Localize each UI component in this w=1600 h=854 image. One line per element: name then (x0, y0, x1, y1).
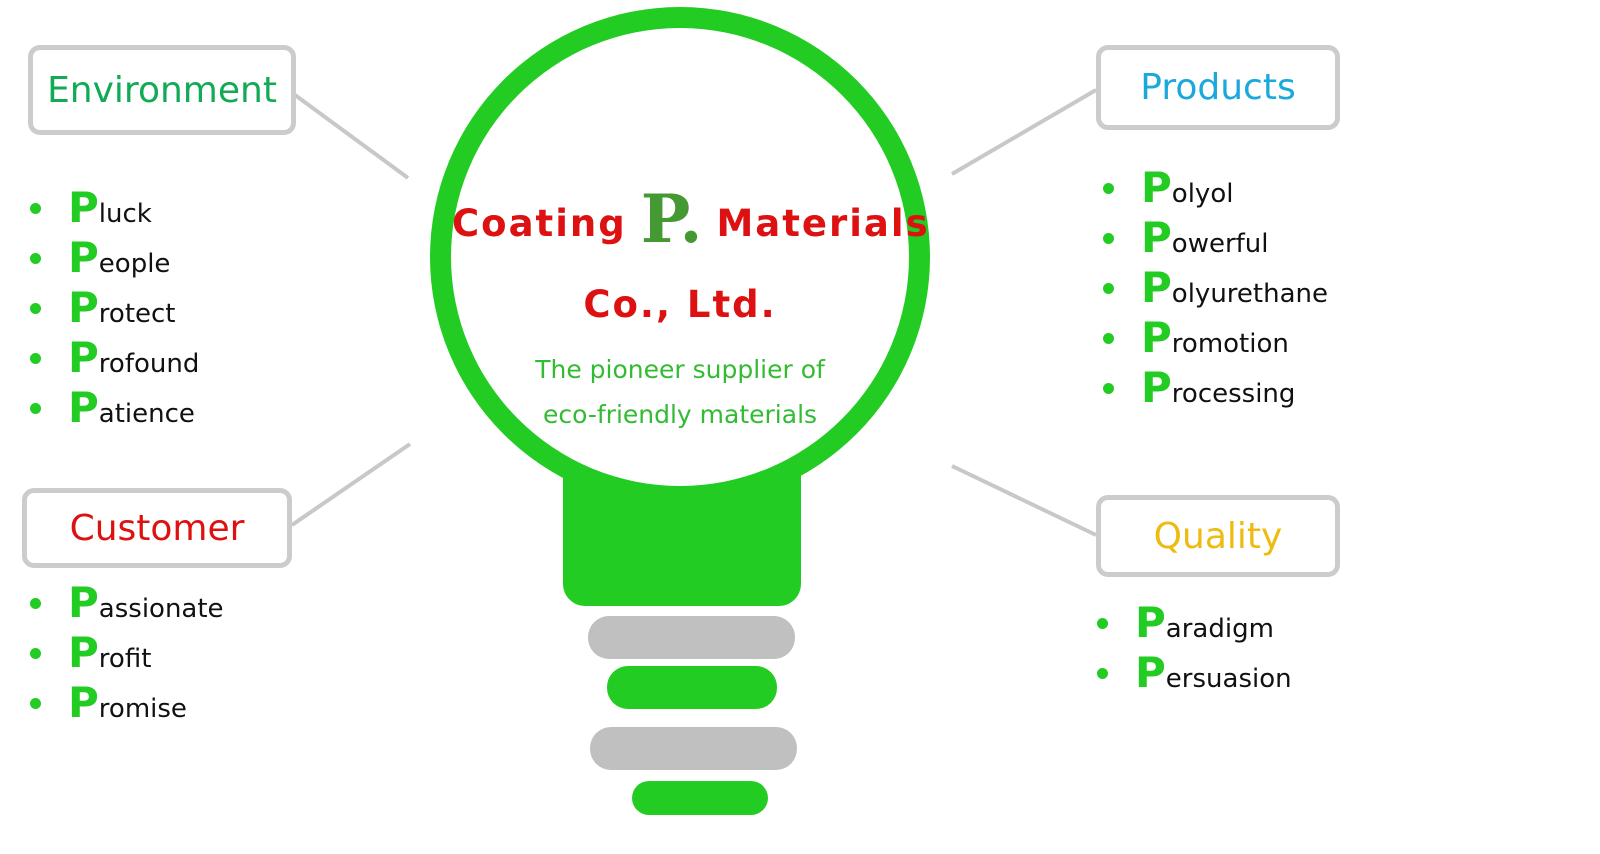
bulb-base-ring-1 (588, 616, 795, 659)
tagline-line1: The pioneer supplier of (535, 355, 825, 384)
company-name-line1: Coating P. Materials (452, 180, 928, 258)
bulb-tip (632, 781, 768, 815)
bullet-icon (1103, 183, 1114, 194)
category-quality-title: Quality (1153, 515, 1283, 557)
bulb-base-ring-2 (607, 666, 777, 709)
connector-quality (951, 464, 1097, 537)
category-environment-title: Environment (47, 69, 277, 111)
bullet-icon (30, 648, 41, 659)
bullet-icon (30, 353, 41, 364)
bullet-icon (1103, 283, 1114, 294)
company-name-right: Materials (716, 202, 930, 245)
connector-environment (293, 93, 410, 180)
bullet-icon (1103, 333, 1114, 344)
bullet-icon (30, 253, 41, 264)
company-name-line2: Co., Ltd. (583, 283, 777, 326)
bullet-icon (30, 303, 41, 314)
company-name-left: Coating (452, 202, 627, 245)
category-products-box: Products (1096, 45, 1340, 130)
bulb-inner (451, 28, 909, 486)
company-logo-p: P. (640, 180, 703, 258)
connector-customer (290, 442, 412, 527)
bullet-icon (1103, 383, 1114, 394)
category-customer-box: Customer (22, 488, 292, 568)
bullet-icon (1097, 668, 1108, 679)
bullet-icon (30, 203, 41, 214)
category-quality-box: Quality (1096, 495, 1340, 577)
connector-products (950, 88, 1098, 176)
tagline-line2: eco-friendly materials (542, 400, 818, 429)
bullet-icon (30, 403, 41, 414)
bullet-icon (1097, 618, 1108, 629)
bulb-base-ring-3 (590, 727, 797, 770)
category-products-title: Products (1140, 67, 1296, 108)
connector-lines (290, 88, 1098, 537)
bullet-icon (1103, 233, 1114, 244)
bullet-icon (30, 598, 41, 609)
category-environment-box: Environment (28, 45, 296, 135)
bullet-icon (30, 698, 41, 709)
category-customer-title: Customer (69, 507, 245, 549)
